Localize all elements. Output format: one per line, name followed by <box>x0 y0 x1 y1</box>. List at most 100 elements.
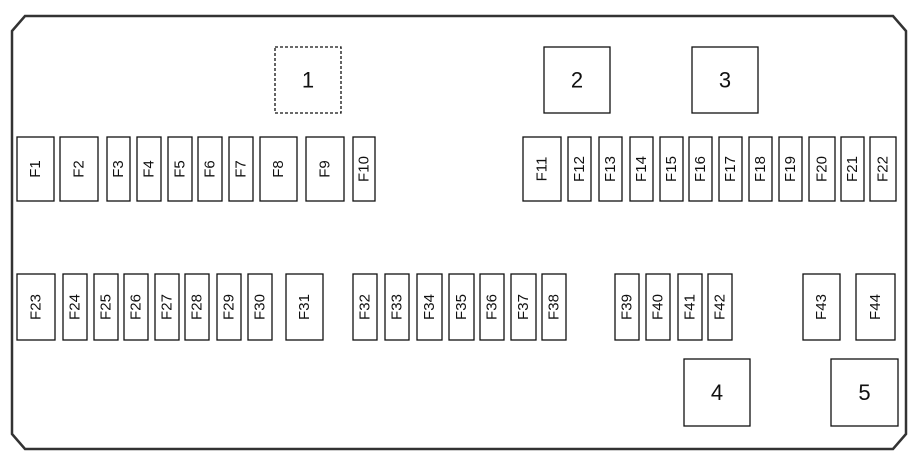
fuse-label: F4 <box>141 160 158 178</box>
fuse-label: F20 <box>814 156 831 182</box>
relay-4: 4 <box>683 358 751 427</box>
fuse-box-rect <box>645 273 671 341</box>
relay-label: 3 <box>719 68 731 93</box>
fuse-box-rect <box>16 273 56 341</box>
fuse-box-rect <box>62 273 88 341</box>
fuse-f40: F40 <box>645 273 671 341</box>
fuse-label: F37 <box>515 294 532 320</box>
fuse-f30: F30 <box>247 273 273 341</box>
fuse-label: F22 <box>875 156 892 182</box>
fuse-box-rect <box>352 136 376 202</box>
fuse-label: F26 <box>128 294 145 320</box>
fuse-box-rect <box>448 273 475 341</box>
fuse-box-rect <box>123 273 149 341</box>
fuse-box-rect <box>718 136 743 202</box>
fuse-box-rect <box>598 136 623 202</box>
fuse-f19: F19 <box>778 136 803 202</box>
fuse-label: F29 <box>221 294 238 320</box>
fuse-box-rect <box>869 136 897 202</box>
fuse-box-rect <box>677 273 703 341</box>
fuse-box-rect <box>197 136 223 202</box>
fuse-f20: F20 <box>808 136 836 202</box>
fuse-f36: F36 <box>479 273 505 341</box>
fuse-label: F44 <box>867 294 884 320</box>
fuse-box-rect <box>855 273 896 341</box>
fuse-label: F16 <box>692 156 709 182</box>
relay-box-rect <box>691 46 759 114</box>
fuse-f15: F15 <box>659 136 684 202</box>
fuse-label: F15 <box>663 156 680 182</box>
fuse-f9: F9 <box>305 136 345 202</box>
fuse-f29: F29 <box>216 273 242 341</box>
fuse-label: F41 <box>682 294 699 320</box>
fuse-label: F24 <box>67 294 84 320</box>
fuse-box-rect <box>305 136 345 202</box>
fuse-f24: F24 <box>62 273 88 341</box>
fuse-label: F34 <box>421 294 438 320</box>
relay-box-rect <box>274 46 342 114</box>
relay-box-rect <box>830 358 899 427</box>
fuse-f5: F5 <box>167 136 193 202</box>
fuse-f33: F33 <box>384 273 410 341</box>
fuse-box-rect <box>247 273 273 341</box>
fuse-label: F12 <box>571 156 588 182</box>
fuse-box-rect <box>16 136 55 202</box>
fuse-box-rect <box>136 136 162 202</box>
fuse-f18: F18 <box>748 136 773 202</box>
fuse-box-rect <box>352 273 378 341</box>
fuse-box-rect <box>259 136 298 202</box>
fuse-label: F9 <box>317 160 334 178</box>
fuse-f37: F37 <box>510 273 537 341</box>
fuse-label: F5 <box>172 160 189 178</box>
relay-label: 2 <box>571 68 583 93</box>
fuse-f21: F21 <box>840 136 865 202</box>
fuse-f28: F28 <box>184 273 210 341</box>
fuse-box-rect <box>106 136 131 202</box>
fuse-label: F42 <box>712 294 729 320</box>
fuse-label: F8 <box>270 160 287 178</box>
relay-1: 1 <box>274 46 342 114</box>
fuse-label: F18 <box>752 156 769 182</box>
fuse-box-rect <box>808 136 836 202</box>
relay-label: 5 <box>858 380 870 405</box>
fuse-label: F11 <box>534 157 551 182</box>
fuse-box-rect <box>614 273 640 341</box>
fuse-box-rect <box>522 136 562 202</box>
fuse-label: F38 <box>546 294 563 320</box>
relay-3: 3 <box>691 46 759 114</box>
fuse-f31: F31 <box>285 273 324 341</box>
fuse-box-rect <box>541 273 567 341</box>
fuse-label: F23 <box>28 294 45 320</box>
fuse-label: F7 <box>233 160 250 178</box>
fuse-box-rect <box>802 273 841 341</box>
fuse-box-rect <box>167 136 193 202</box>
relay-2: 2 <box>543 46 611 114</box>
fuse-box-rect <box>707 273 733 341</box>
fuse-label: F36 <box>484 294 501 320</box>
relay-box-rect <box>543 46 611 114</box>
fuse-box-rect <box>778 136 803 202</box>
fuse-f22: F22 <box>869 136 897 202</box>
relay-box-rect <box>683 358 751 427</box>
fuse-f41: F41 <box>677 273 703 341</box>
fuse-box-rect <box>479 273 505 341</box>
fuse-box-rect <box>228 136 254 202</box>
fuse-f27: F27 <box>154 273 180 341</box>
fuse-label: F32 <box>357 294 374 320</box>
fuse-label: F39 <box>619 294 636 320</box>
fuse-f17: F17 <box>718 136 743 202</box>
fuse-f10: F10 <box>352 136 376 202</box>
fuse-box-rect <box>510 273 537 341</box>
fuse-box-rect <box>93 273 119 341</box>
fuse-box-rect <box>384 273 410 341</box>
fuse-f11: F11 <box>522 136 562 202</box>
fuse-label: F10 <box>356 156 373 182</box>
fuse-label: F2 <box>71 160 88 178</box>
fuse-f38: F38 <box>541 273 567 341</box>
fuse-box-rect <box>567 136 592 202</box>
fuse-box-rect <box>688 136 713 202</box>
fuse-f43: F43 <box>802 273 841 341</box>
fuse-label: F33 <box>389 294 406 320</box>
relay-label: 1 <box>302 68 314 93</box>
